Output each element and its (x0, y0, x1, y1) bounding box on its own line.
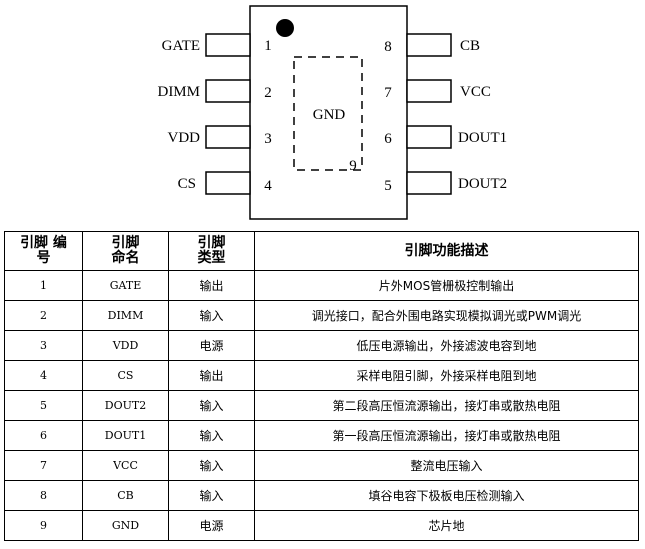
pin1-marker (276, 19, 294, 37)
cell-type: 输入 (168, 300, 255, 331)
cell-num: 7 (4, 450, 83, 481)
table-row: 2 DIMM 输入 调光接口，配合外围电路实现模拟调光或PWM调光 (4, 300, 639, 331)
pin-5-lead (406, 171, 452, 195)
cell-desc: 调光接口，配合外围电路实现模拟调光或PWM调光 (254, 300, 639, 331)
cell-desc: 第一段高压恒流源输出，接灯串或散热电阻 (254, 420, 639, 451)
cell-name: GATE (82, 270, 169, 301)
cell-num: 4 (4, 360, 83, 391)
pin-5-name: DOUT2 (458, 176, 507, 192)
table-header-row: 引脚 编号 引脚命名 引脚类型 引脚功能描述 (4, 231, 639, 271)
cell-name: CS (82, 360, 169, 391)
pin-1-lead (205, 33, 251, 57)
header-pin-type: 引脚类型 (168, 231, 255, 271)
header-pin-name: 引脚命名 (82, 231, 169, 271)
cell-num: 2 (4, 300, 83, 331)
pin-4-number: 4 (264, 178, 272, 194)
cell-type: 输出 (168, 270, 255, 301)
pin-1-number: 1 (264, 38, 272, 54)
cell-type: 电源 (168, 330, 255, 361)
pin-4-lead (205, 171, 251, 195)
pin-7-name: VCC (460, 84, 491, 100)
cell-desc: 芯片地 (254, 510, 639, 541)
cell-name: DOUT1 (82, 420, 169, 451)
table-row: 4 CS 输出 采样电阻引脚，外接采样电阻到地 (4, 360, 639, 391)
header-pin-number: 引脚 编号 (4, 231, 83, 271)
pin-2-number: 2 (264, 85, 272, 101)
cell-type: 输入 (168, 450, 255, 481)
pin-6-lead (406, 125, 452, 149)
cell-name: GND (82, 510, 169, 541)
pin-3-name: VDD (168, 130, 201, 146)
table-row: 1 GATE 输出 片外MOS管栅极控制输出 (4, 270, 639, 301)
table-row: 9 GND 电源 芯片地 (4, 510, 639, 541)
cell-desc: 低压电源输出，外接滤波电容到地 (254, 330, 639, 361)
cell-type: 输入 (168, 420, 255, 451)
table-row: 6 DOUT1 输入 第一段高压恒流源输出，接灯串或散热电阻 (4, 420, 639, 451)
cell-type: 输入 (168, 390, 255, 421)
pad-number: 9 (349, 158, 357, 174)
cell-num: 5 (4, 390, 83, 421)
pin-2-name: DIMM (157, 84, 200, 100)
table-row: 3 VDD 电源 低压电源输出，外接滤波电容到地 (4, 330, 639, 361)
cell-num: 9 (4, 510, 83, 541)
table-row: 5 DOUT2 输入 第二段高压恒流源输出，接灯串或散热电阻 (4, 390, 639, 421)
pin-7-lead (406, 79, 452, 103)
cell-num: 1 (4, 270, 83, 301)
cell-name: CB (82, 480, 169, 511)
cell-name: DOUT2 (82, 390, 169, 421)
cell-num: 6 (4, 420, 83, 451)
cell-name: VCC (82, 450, 169, 481)
pin-2-lead (205, 79, 251, 103)
pin-8-number: 8 (384, 39, 392, 55)
table-row: 7 VCC 输入 整流电压输入 (4, 450, 639, 481)
header-pin-description: 引脚功能描述 (254, 231, 639, 271)
cell-desc: 填谷电容下极板电压检测输入 (254, 480, 639, 511)
pad-label: GND (313, 107, 346, 123)
package-diagram: GND 9 GATE DIMM VDD CS 1 2 3 4 CB VCC DO… (157, 5, 507, 220)
cell-num: 3 (4, 330, 83, 361)
pin-6-name: DOUT1 (458, 130, 507, 146)
pin-description-table: 引脚 编号 引脚命名 引脚类型 引脚功能描述 1 GATE 输出 片外MOS管栅… (4, 231, 639, 541)
pin-7-number: 7 (384, 85, 392, 101)
cell-name: DIMM (82, 300, 169, 331)
cell-type: 电源 (168, 510, 255, 541)
pin-8-name: CB (460, 38, 480, 54)
pin-5-number: 5 (384, 178, 392, 194)
pin-6-number: 6 (384, 131, 392, 147)
pin-1-name: GATE (162, 38, 200, 54)
pin-4-name: CS (178, 176, 196, 192)
table-row: 8 CB 输入 填谷电容下极板电压检测输入 (4, 480, 639, 511)
cell-type: 输出 (168, 360, 255, 391)
cell-desc: 采样电阻引脚，外接采样电阻到地 (254, 360, 639, 391)
pin-3-number: 3 (264, 131, 272, 147)
cell-type: 输入 (168, 480, 255, 511)
cell-desc: 第二段高压恒流源输出，接灯串或散热电阻 (254, 390, 639, 421)
ic-body (249, 5, 408, 220)
pin-8-lead (406, 33, 452, 57)
cell-desc: 片外MOS管栅极控制输出 (254, 270, 639, 301)
cell-num: 8 (4, 480, 83, 511)
cell-name: VDD (82, 330, 169, 361)
cell-desc: 整流电压输入 (254, 450, 639, 481)
exposed-pad (293, 56, 363, 171)
pin-3-lead (205, 125, 251, 149)
